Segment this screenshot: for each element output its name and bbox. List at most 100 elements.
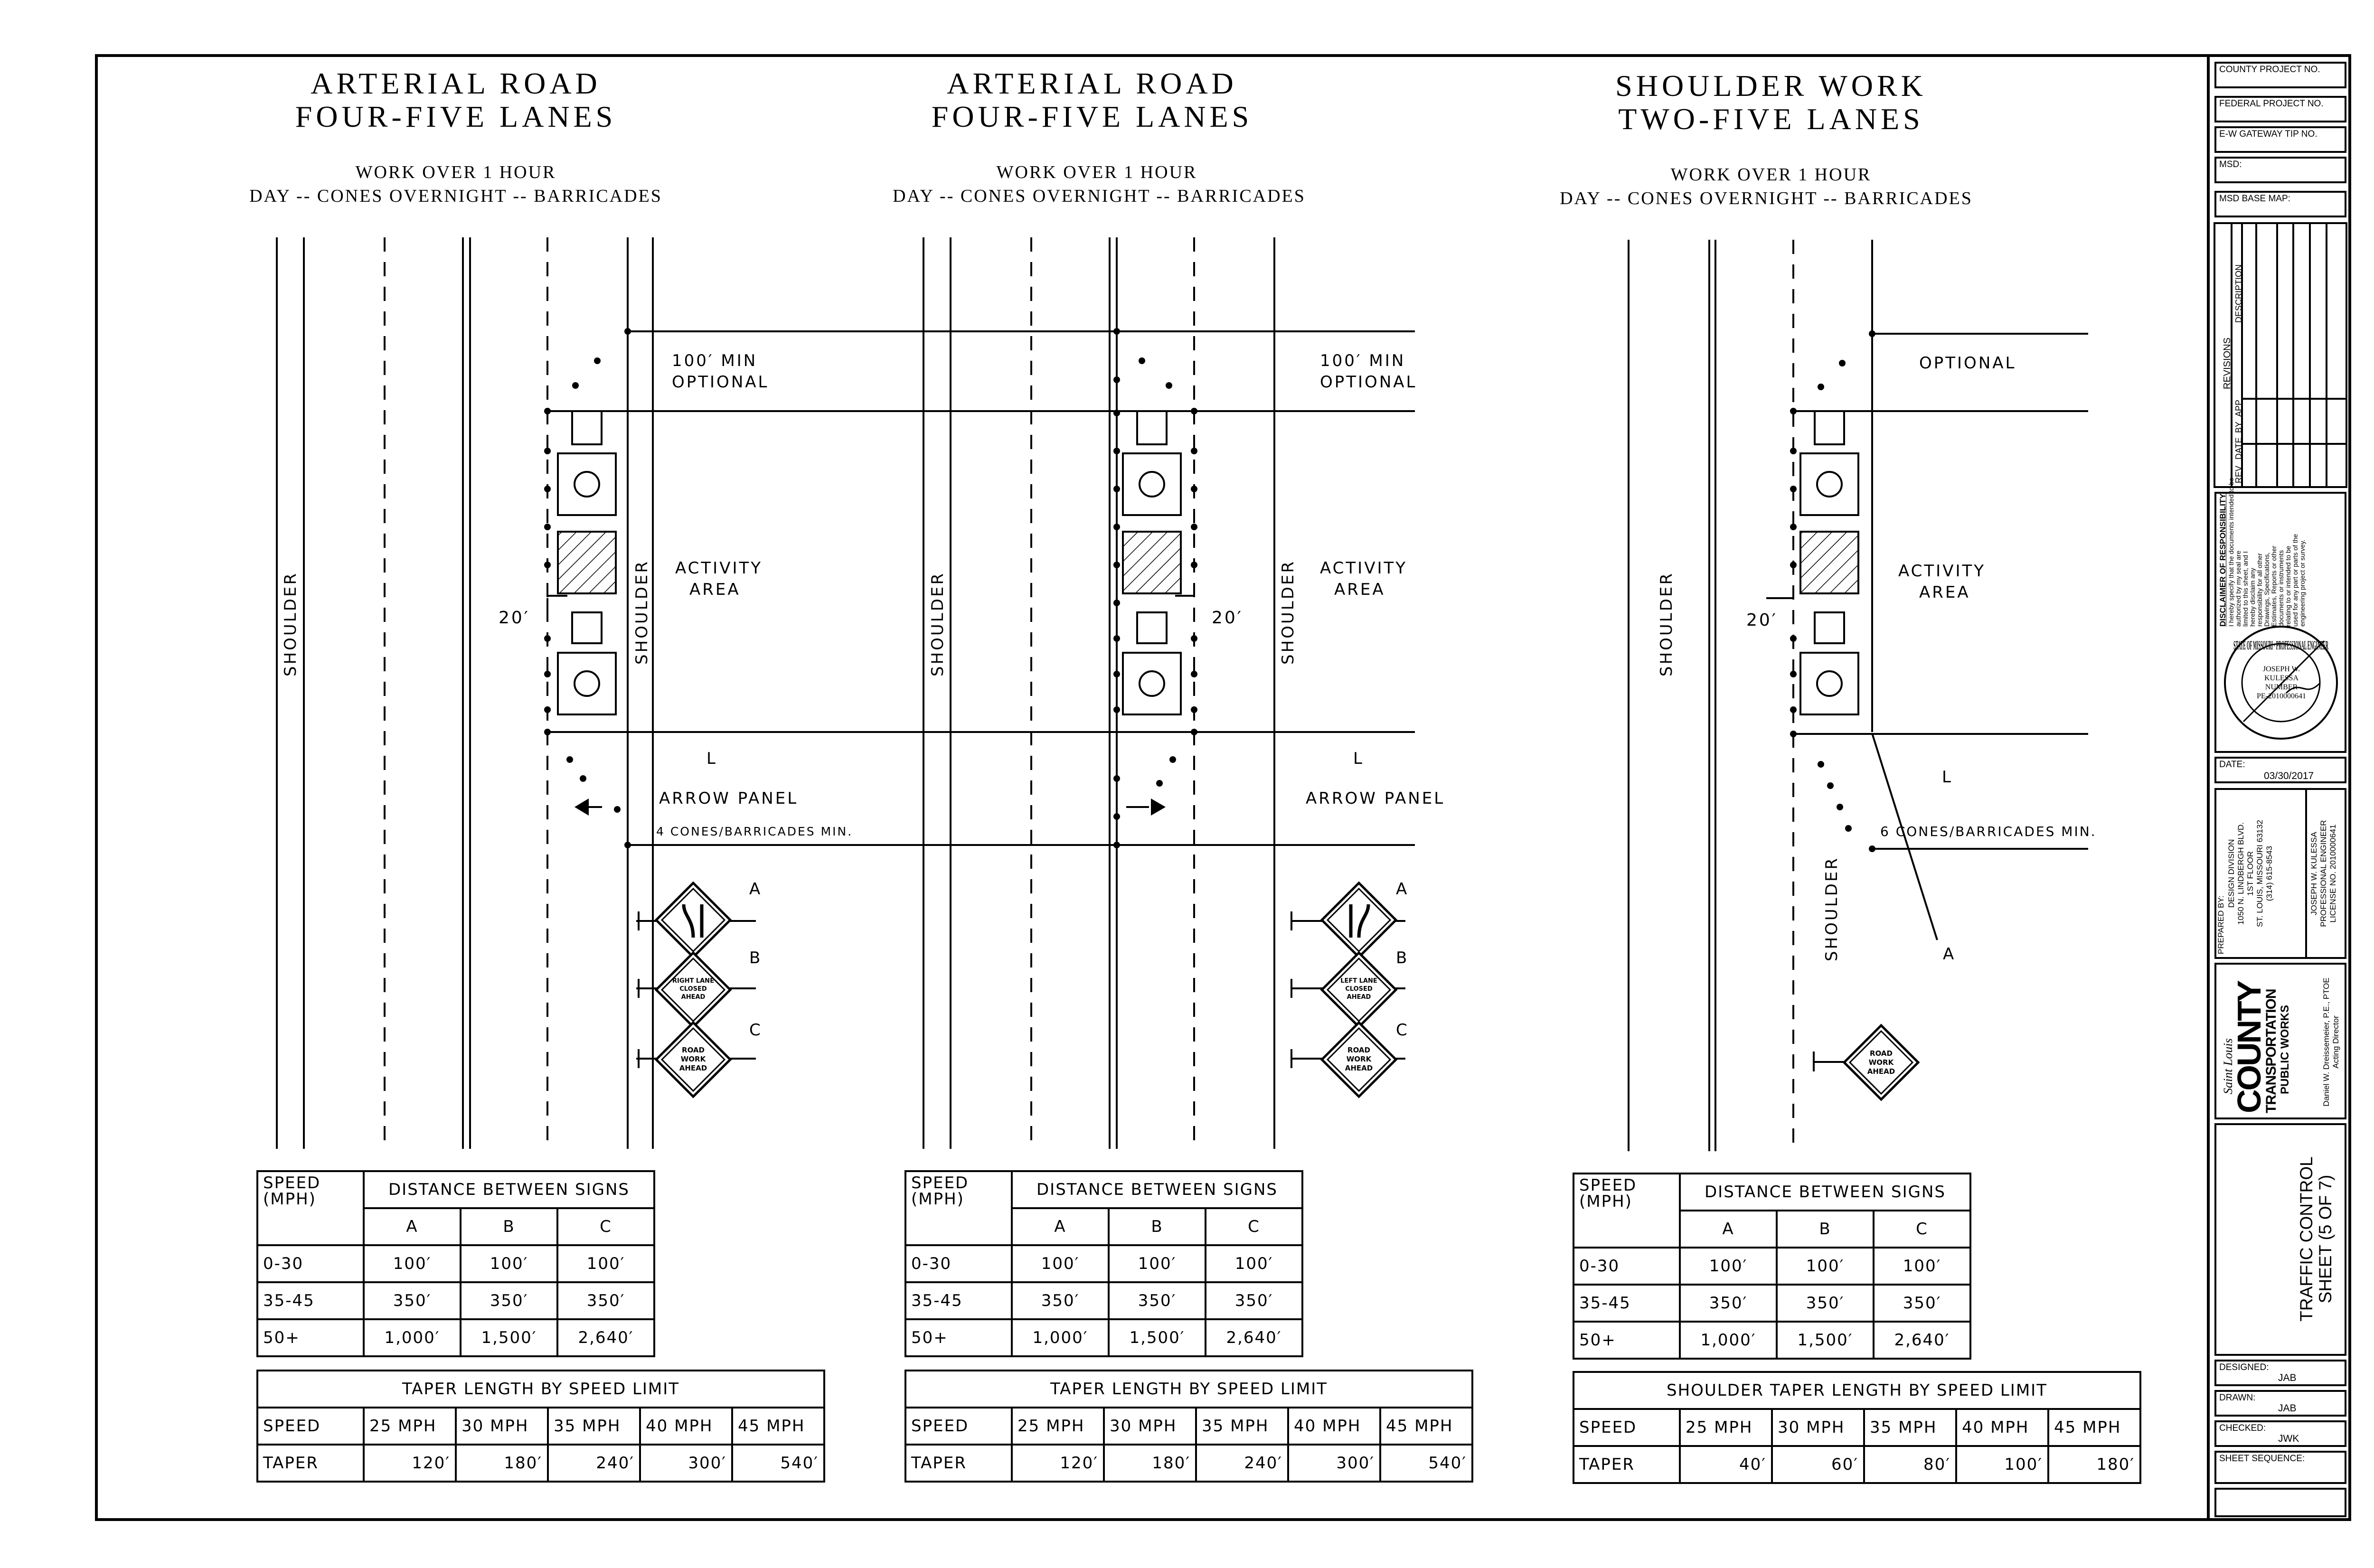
distance-head: DISTANCE BETWEEN SIGNS [363, 1170, 655, 1209]
col-head: B [1108, 1207, 1206, 1246]
sign-left-lane-closed: LEFT LANE CLOSED AHEAD [1333, 977, 1385, 1001]
taper-length-label: L [1353, 749, 1364, 768]
address-line: DESIGN DIVISION [2227, 839, 2236, 908]
table-cell: 40′ [1679, 1445, 1773, 1484]
arrow-panel-label: ARROW PANEL [659, 789, 799, 808]
panel-subtitle-line2: DAY -- CONES OVERNIGHT -- BARRICADES [249, 186, 662, 206]
disclaimer-line: engineering project or survey. [2299, 539, 2306, 627]
dimension-20-label: 20′ [1212, 608, 1243, 628]
taper-length-table: TAPER LENGTH BY SPEED LIMIT SPEED 25 MPH… [256, 1370, 825, 1483]
sign-text-line: AHEAD [1347, 994, 1371, 1001]
panel-subtitle-line1: WORK OVER 1 HOUR [355, 162, 556, 182]
col-head: C [1205, 1207, 1303, 1246]
designed-label: DESIGNED: [2219, 1362, 2269, 1372]
prepared-by-address: DESIGN DIVISION 1050 N. LINDBERGH BLVD. … [2227, 802, 2274, 945]
table-cell: 100′ [460, 1244, 558, 1283]
engineer-license: JOSEPH W. KULESSA PROFESSIONAL ENGINEER … [2309, 802, 2338, 945]
table-cell: 50+ [256, 1318, 365, 1357]
seal-name: JOSEPH W. KULESSA NUMBER PE-2010000641 [2246, 665, 2317, 701]
activity-area-label: ACTIVITY [1898, 562, 1986, 581]
date-value: 03/30/2017 [2264, 770, 2314, 781]
table-cell: 350′ [363, 1281, 462, 1320]
col-head: A [1679, 1210, 1778, 1249]
table-cell: 1,000′ [1011, 1318, 1110, 1357]
table-cell: 35 MPH [1195, 1407, 1289, 1446]
table-cell: 25 MPH [1679, 1408, 1773, 1447]
table-cell: 25 MPH [1011, 1407, 1105, 1446]
activity-area-label: ACTIVITY [1320, 559, 1408, 578]
activity-area-label: ACTIVITY [675, 559, 763, 578]
table-cell: 40 MPH [1287, 1407, 1381, 1446]
table-cell: 0-30 [1573, 1247, 1681, 1286]
designed-value: JAB [2278, 1372, 2297, 1383]
sign-road-work-ahead: ROAD WORK AHEAD [1860, 1049, 1903, 1076]
table-cell: 25 MPH [363, 1407, 457, 1446]
panel-title-line2: FOUR-FIVE LANES [931, 100, 1253, 133]
disclaimer-line: responsibility for all other [2256, 553, 2263, 627]
table-cell: 350′ [1011, 1281, 1110, 1320]
prepared-by-divider [2305, 788, 2307, 959]
sign-text-line: ROAD [1347, 1046, 1370, 1054]
table-cell: 40 MPH [639, 1407, 733, 1446]
sheet-border [95, 54, 2351, 1521]
arrow-panel-label: ARROW PANEL [1306, 789, 1445, 808]
rev-col-description: DESCRIPTION [2234, 264, 2243, 323]
drawn-label: DRAWN: [2219, 1393, 2256, 1403]
speed-head-unit: (MPH) [263, 1190, 316, 1209]
table-cell: 30 MPH [1103, 1407, 1197, 1446]
rev-col-by: BY [2234, 421, 2243, 433]
table-cell: 1,500′ [460, 1318, 558, 1357]
address-line: ST. LOUIS, MISSOURI 63132 [2255, 820, 2264, 927]
logo-county: COUNTY [2231, 981, 2268, 1113]
panel-title-line2: FOUR-FIVE LANES [295, 100, 617, 133]
disclaimer-line: used for any part or parts of the [2291, 534, 2299, 627]
disclaimer-line: documents or instruments [2277, 550, 2285, 627]
table-cell: 540′ [1379, 1444, 1473, 1483]
table-cell: 100′ [1776, 1247, 1875, 1286]
speed-head: SPEED [911, 1174, 969, 1192]
table-cell: 50+ [904, 1318, 1013, 1357]
table-cell: 100′ [1955, 1445, 2049, 1484]
rev-col-date: DATE [2234, 437, 2243, 460]
msd-base-field: MSD BASE MAP: [2214, 191, 2346, 217]
sign-text-line: AHEAD [1345, 1064, 1373, 1072]
designed-field: DESIGNED: JAB [2214, 1360, 2346, 1386]
panel-title-line1: SHOULDER WORK [1615, 69, 1927, 103]
seal-name-line: NUMBER [2265, 683, 2298, 691]
sign-a-label: A [1943, 945, 1956, 964]
table-cell: 350′ [1108, 1281, 1206, 1320]
sign-text-line: AHEAD [679, 1064, 707, 1072]
disclaimer-line: I hereby specify that the documents inte… [2227, 478, 2235, 627]
panel-subtitle-line1: WORK OVER 1 HOUR [1670, 165, 1872, 185]
table-cell: SPEED [256, 1407, 365, 1446]
table-cell: 35-45 [1573, 1284, 1681, 1323]
table-cell: 2,640′ [556, 1318, 655, 1357]
table-cell: 80′ [1863, 1445, 1957, 1484]
sign-road-work-ahead: ROAD WORK AHEAD [672, 1046, 715, 1073]
optional-label: OPTIONAL [672, 373, 769, 392]
engineer-seal: STATE OF MISSOURI · PROFESSIONAL ENGINEE… [2224, 626, 2338, 740]
table-cell: 180′ [2047, 1445, 2141, 1484]
table-cell: 300′ [1287, 1444, 1381, 1483]
sheet-title-box [2214, 1123, 2346, 1356]
address-line: 1ST FLOOR [2246, 851, 2255, 896]
col-head: C [556, 1207, 655, 1246]
date-field: DATE: 03/30/2017 [2214, 757, 2346, 783]
optional-label: OPTIONAL [1320, 373, 1417, 392]
panel-title-line2: TWO-FIVE LANES [1618, 102, 1924, 136]
table-cell: 35-45 [904, 1281, 1013, 1320]
disclaimer-line: Drawings, Specifications, [2263, 552, 2270, 627]
activity-area-label-2: AREA [1334, 580, 1385, 599]
taper-length-label: L [1942, 768, 1953, 787]
sign-text-line: WORK [1346, 1055, 1372, 1063]
sheet-sequence-value-box [2214, 1488, 2346, 1517]
table-cell: 45 MPH [731, 1407, 825, 1446]
sheet-sequence-label: SHEET SEQUENCE: [2219, 1454, 2305, 1464]
prepared-by-box [2214, 788, 2346, 959]
sign-right-lane-closed: RIGHT LANE CLOSED AHEAD [667, 977, 719, 1001]
table-cell: 60′ [1771, 1445, 1865, 1484]
sign-text-line: CLOSED [1345, 986, 1373, 993]
sign-b-label: B [1396, 948, 1409, 967]
